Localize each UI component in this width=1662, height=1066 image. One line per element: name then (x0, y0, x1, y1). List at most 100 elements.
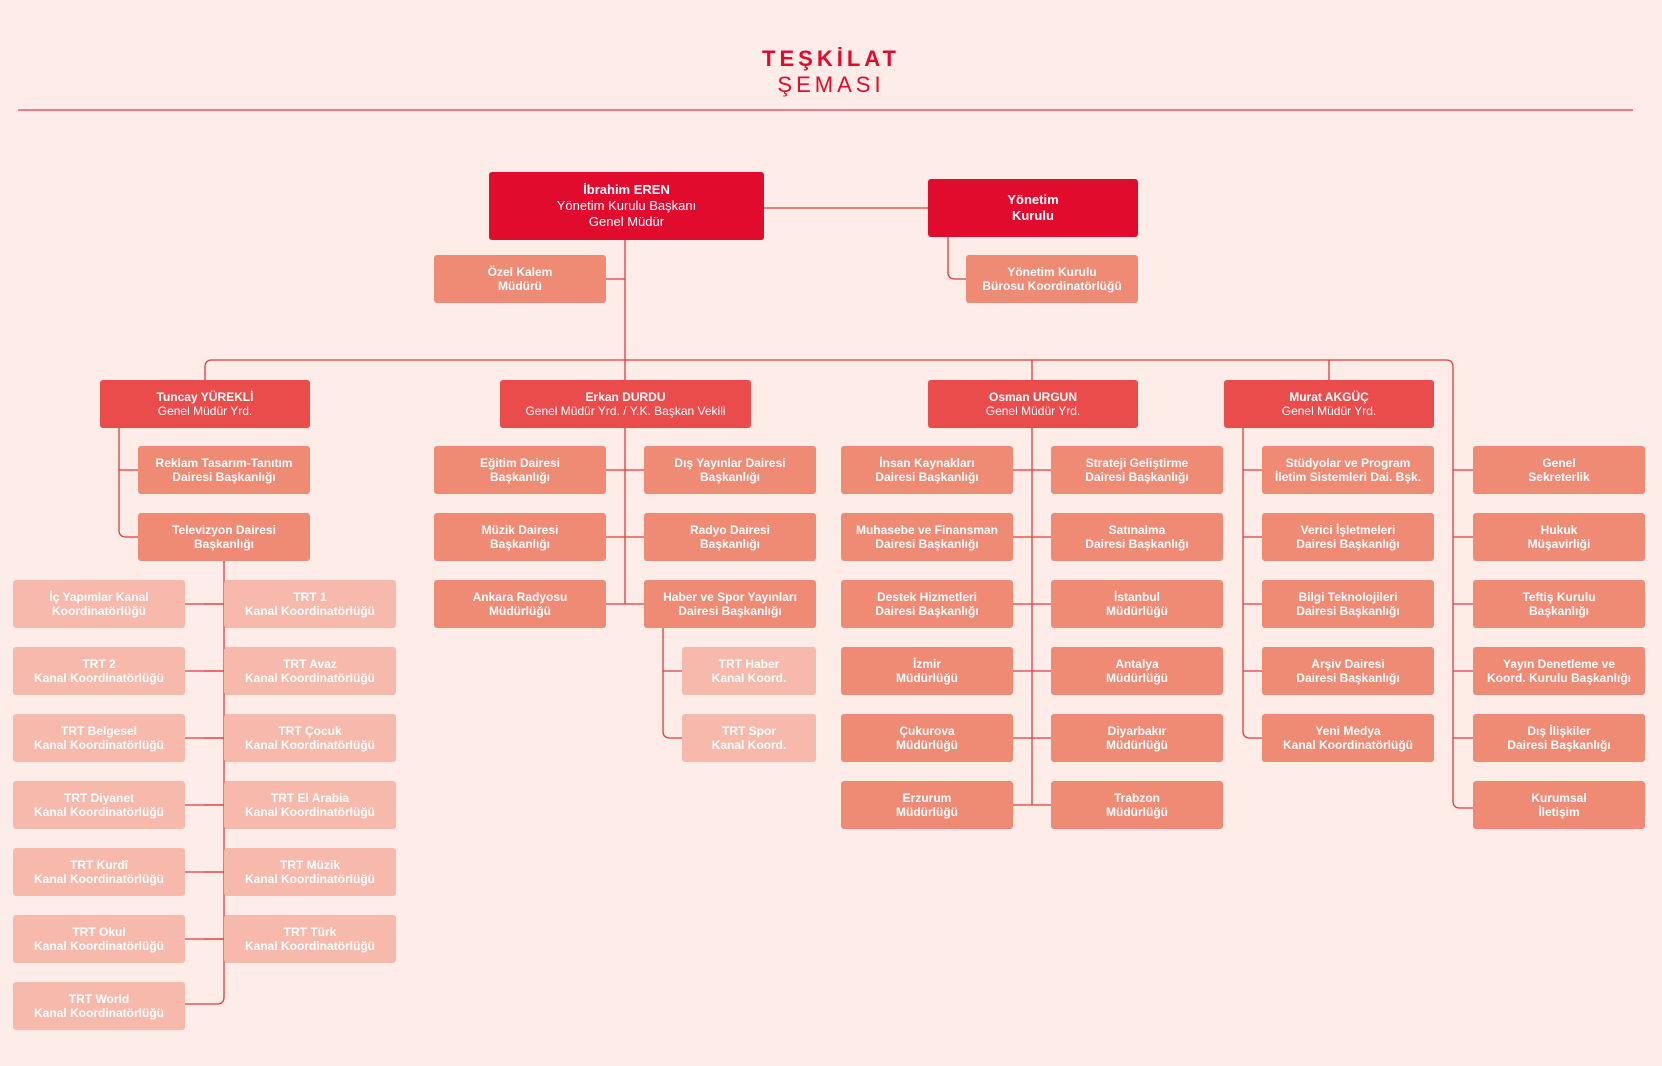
dept-label-1: Eğitim Dairesi (479, 456, 561, 470)
board-office-line-2: Bürosu Koordinatörlüğü (982, 279, 1122, 293)
dept-label-2: Dairesi Başkanlığı (875, 470, 979, 484)
deputy-yurekli-role: Genel Müdür Yrd. (157, 404, 253, 418)
unit-label-2: Müşavirliği (1527, 537, 1591, 551)
channel-label-1: TRT Türk (283, 925, 337, 939)
line-news-channels (662, 628, 682, 739)
dept-label-2: Başkanlığı (193, 537, 255, 551)
unit-label-1: Yayın Denetleme ve (1502, 657, 1616, 671)
deputy-durdu-name: Erkan DURDU (585, 390, 666, 404)
channel-label-1: İç Yapımlar Kanal (49, 590, 149, 604)
dept-label-1: Stüdyolar ve Program (1285, 456, 1411, 470)
line-yurekli-depts (118, 428, 138, 538)
dept-label-1: Destek Hizmetleri (876, 590, 978, 604)
dept-label-1: Satınalma (1108, 523, 1166, 537)
unit-label-1: Hukuk (1540, 523, 1578, 537)
dept-label-1: Erzurum (902, 791, 952, 805)
private-office-line-2: Müdürü (498, 279, 542, 293)
channel-label-1: TRT 2 (82, 657, 116, 671)
dept-label-1: Bilgi Teknolojileri (1298, 590, 1398, 604)
channel-label-1: TRT Diyanet (63, 791, 134, 805)
channel-label-2: Kanal Koord. (711, 671, 787, 685)
dept-label-1: İzmir (912, 657, 941, 671)
dept-label-2: Dairesi Başkanlığı (172, 470, 276, 484)
title-line-2: ŞEMASI (777, 72, 885, 97)
channel-label-1: TRT Belgesel (60, 724, 138, 738)
title-line-1: TEŞKİLAT (762, 46, 900, 71)
dept-label-2: Başkanlığı (489, 537, 551, 551)
dept-label-2: Başkanlığı (489, 470, 551, 484)
unit-label-1: Dış İlişkiler (1527, 724, 1591, 738)
dept-television: Televizyon Dairesi Başkanlığı (138, 513, 310, 561)
board-box: Yönetim Kurulu (928, 179, 1138, 237)
dept-label-1: Verici İşletmeleri (1300, 523, 1396, 537)
dept-label-2: Müdürlüğü (896, 738, 958, 752)
dept-label-1: Antalya (1115, 657, 1159, 671)
dept-label-1: Diyarbakır (1107, 724, 1167, 738)
dept-label-2: Başkanlığı (699, 537, 761, 551)
unit-label-2: İletişim (1538, 805, 1580, 819)
deputy-durdu-box: Erkan DURDU Genel Müdür Yrd. / Y.K. Başk… (500, 380, 751, 428)
chairman-role-1: Yönetim Kurulu Başkanı (556, 198, 697, 213)
line-tv-channels (185, 561, 225, 1005)
deputy-urgun-name: Osman URGUN (988, 390, 1077, 404)
dept-label-1: Strateji Geliştirme (1085, 456, 1189, 470)
private-office-line-1: Özel Kalem (487, 265, 553, 279)
deputy-yurekli-box: Tuncay YÜREKLİ Genel Müdür Yrd. (100, 380, 310, 428)
dept-label-2: Müdürlüğü (1106, 738, 1168, 752)
channel-label-2: Kanal Koordinatörlüğü (245, 872, 375, 886)
channel-label-2: Kanal Koordinatörlüğü (34, 1006, 164, 1020)
unit-label-2: Başkanlığı (1528, 604, 1590, 618)
channel-label-1: TRT Müzik (280, 858, 340, 872)
dept-label-2: Dairesi Başkanlığı (1296, 671, 1400, 685)
deputy-urgun-role: Genel Müdür Yrd. (985, 404, 1081, 418)
dept-label-2: Müdürlüğü (1106, 671, 1168, 685)
private-office-box: Özel Kalem Müdürü (434, 255, 606, 303)
dept-label-2: İletim Sistemleri Dai. Bşk. (1274, 470, 1422, 484)
dept-label-2: Başkanlığı (699, 470, 761, 484)
dept-label-1: Haber ve Spor Yayınları (663, 590, 797, 604)
dept-label-2: Müdürlüğü (896, 805, 958, 819)
channel-label-2: Kanal Koordinatörlüğü (34, 872, 164, 886)
channel-label-2: Kanal Koordinatörlüğü (245, 805, 375, 819)
channel-label-2: Kanal Koordinatörlüğü (34, 671, 164, 685)
deputy-akguc-box: Murat AKGÜÇ Genel Müdür Yrd. (1224, 380, 1434, 428)
dept-label-1: Çukurova (899, 724, 955, 738)
channel-label-1: TRT 1 (293, 590, 327, 604)
unit-label-2: Sekreterlik (1528, 470, 1590, 484)
dept-label-1: İnsan Kaynakları (879, 456, 975, 470)
board-line-1: Yönetim (1007, 192, 1059, 207)
channel-label-1: TRT Haber (718, 657, 780, 671)
chairman-box: İbrahim EREN Yönetim Kurulu Başkanı Gene… (489, 172, 764, 240)
dept-label-1: Dış Yayınlar Dairesi (674, 456, 786, 470)
